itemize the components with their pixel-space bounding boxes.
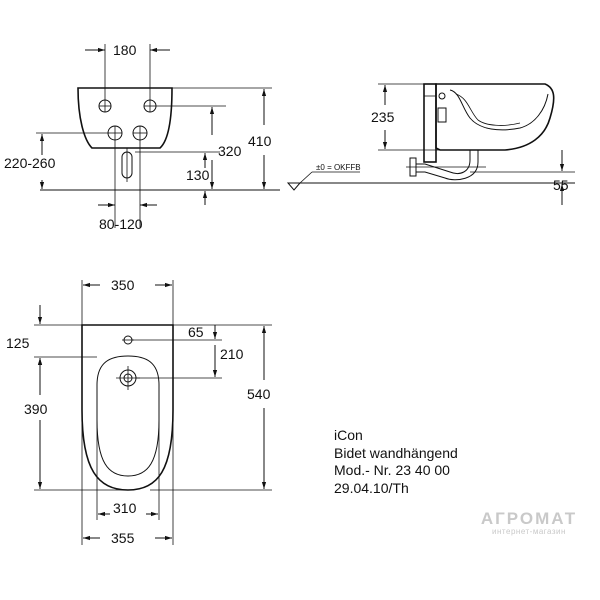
dim-180: 180	[113, 42, 137, 58]
product-info: iCon Bidet wandhängend Mod.- Nr. 23 40 0…	[334, 427, 458, 497]
front-view: 180 220-260 80-120 320 130 410	[4, 42, 280, 232]
dim-220-260: 220-260	[4, 155, 56, 171]
dim-235: 235	[371, 109, 395, 125]
watermark: АГРОМАТ интернет-магазин	[466, 509, 592, 536]
dim-320: 320	[218, 143, 242, 159]
side-bidet-outline	[435, 83, 555, 151]
dim-410: 410	[248, 133, 272, 149]
dim-355: 355	[111, 530, 135, 546]
dim-55: 55	[553, 177, 569, 193]
drawing-date: 29.04.10/Th	[334, 479, 409, 496]
dim-80-120: 80-120	[99, 216, 143, 232]
model-number: Mod.- Nr. 23 40 00	[334, 462, 450, 478]
watermark-name: АГРОМАТ	[480, 509, 578, 528]
dim-130: 130	[186, 167, 210, 183]
dim-210: 210	[220, 346, 244, 362]
top-view: 350 125 390 65 210 540 310	[6, 277, 272, 546]
dim-65: 65	[188, 324, 204, 340]
side-view: ±0 = OKFFB 235 55	[286, 83, 575, 205]
watermark-subtitle: интернет-магазин	[492, 527, 566, 536]
front-bidet-outline	[77, 87, 173, 149]
dim-125: 125	[6, 335, 30, 351]
dim-310: 310	[113, 500, 137, 516]
top-bidet-outline	[81, 324, 174, 491]
dim-390: 390	[24, 401, 48, 417]
floor-reference-label: ±0 = OKFFB	[316, 163, 361, 172]
product-description: Bidet wandhängend	[334, 444, 458, 461]
dim-540: 540	[247, 386, 271, 402]
dim-350: 350	[111, 277, 135, 293]
brand-name: iCon	[334, 427, 363, 443]
